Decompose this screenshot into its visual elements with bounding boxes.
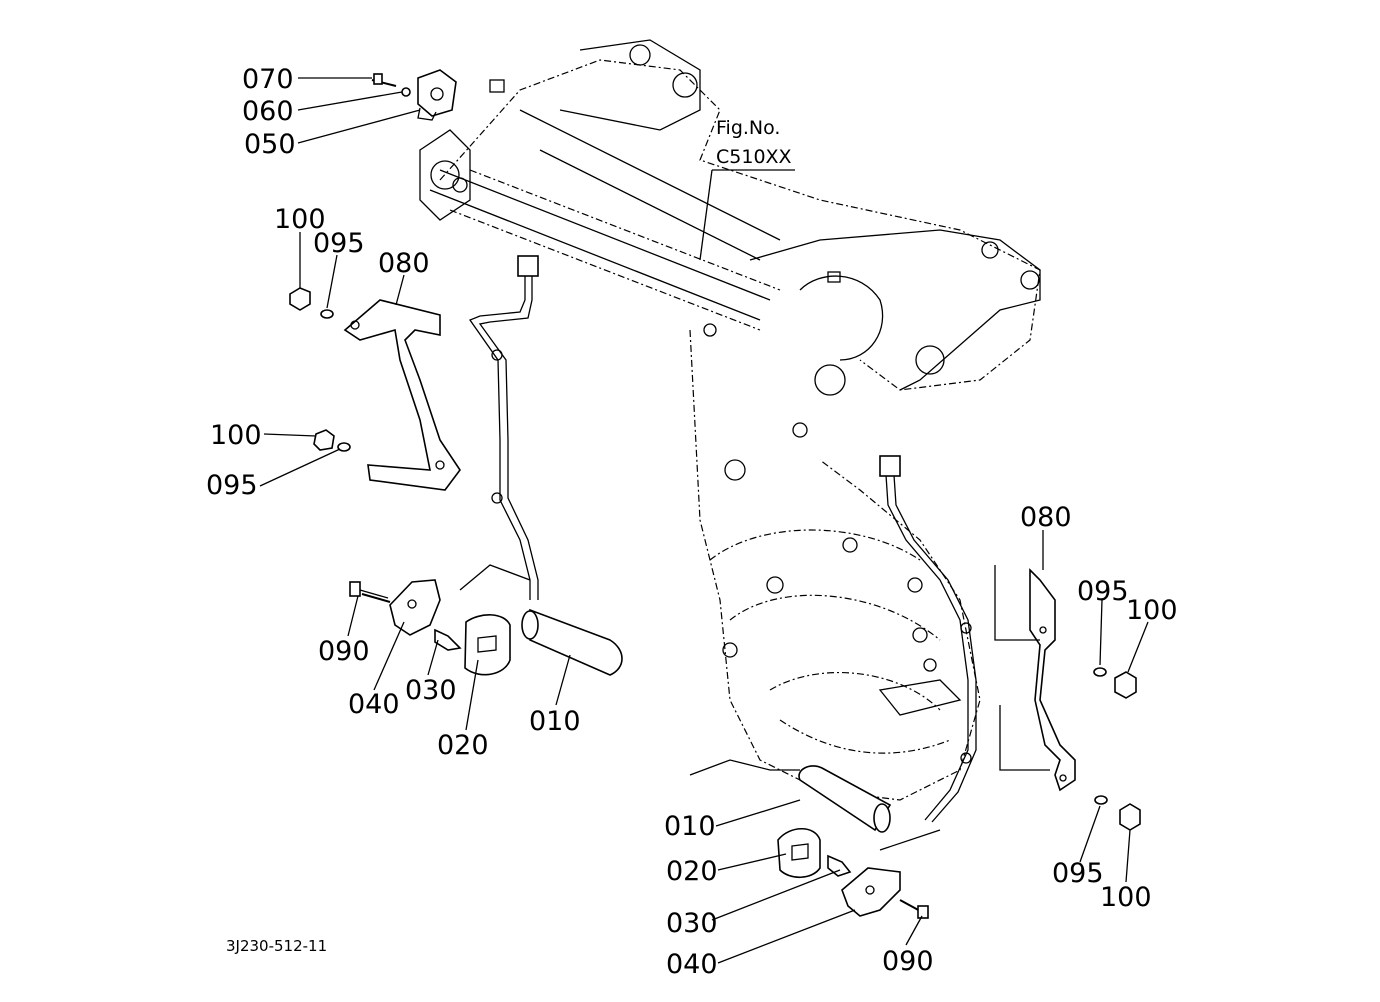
label-030-right: 030 bbox=[666, 908, 718, 939]
label-070: 070 bbox=[242, 64, 294, 95]
label-020-left: 020 bbox=[437, 730, 489, 761]
label-050: 050 bbox=[244, 129, 296, 160]
fig-ref-line1: Fig.No. bbox=[716, 117, 780, 139]
label-100-right-upper: 100 bbox=[1126, 595, 1178, 626]
label-040-right: 040 bbox=[666, 949, 718, 980]
label-080-right: 080 bbox=[1020, 502, 1072, 533]
fig-ref-line2: C510XX bbox=[716, 146, 792, 168]
drawing-number: 3J230-512-11 bbox=[226, 937, 327, 955]
right-sensor-harness bbox=[879, 455, 977, 823]
housing-bolts bbox=[722, 537, 962, 716]
left-sensor-parts bbox=[349, 564, 623, 676]
label-090-right: 090 bbox=[882, 946, 934, 977]
label-040-left: 040 bbox=[348, 689, 400, 720]
left-sensor-harness bbox=[468, 255, 539, 600]
label-060: 060 bbox=[242, 96, 294, 127]
label-020-right: 020 bbox=[666, 856, 718, 887]
label-100-right-lower: 100 bbox=[1100, 882, 1152, 913]
right-sensor-parts bbox=[689, 759, 941, 919]
label-010-right: 010 bbox=[664, 811, 716, 842]
axle-tube bbox=[419, 39, 1041, 481]
label-100-left-upper: 100 bbox=[274, 204, 326, 235]
label-090-left: 090 bbox=[318, 636, 370, 667]
label-095-left-upper: 095 bbox=[313, 228, 365, 259]
label-030-left: 030 bbox=[405, 675, 457, 706]
right-bracket-080 bbox=[994, 565, 1141, 831]
label-095-left-lower: 095 bbox=[206, 470, 258, 501]
label-010-left: 010 bbox=[529, 706, 581, 737]
label-095-right-lower: 095 bbox=[1052, 858, 1104, 889]
left-bracket-080 bbox=[289, 287, 461, 491]
upper-sensor-assembly bbox=[371, 69, 457, 121]
label-080-left: 080 bbox=[378, 248, 430, 279]
label-095-right-upper: 095 bbox=[1077, 576, 1129, 607]
leader-lines bbox=[259, 77, 1149, 964]
axle-housing bbox=[439, 59, 1041, 801]
label-100-left-lower: 100 bbox=[210, 420, 262, 451]
